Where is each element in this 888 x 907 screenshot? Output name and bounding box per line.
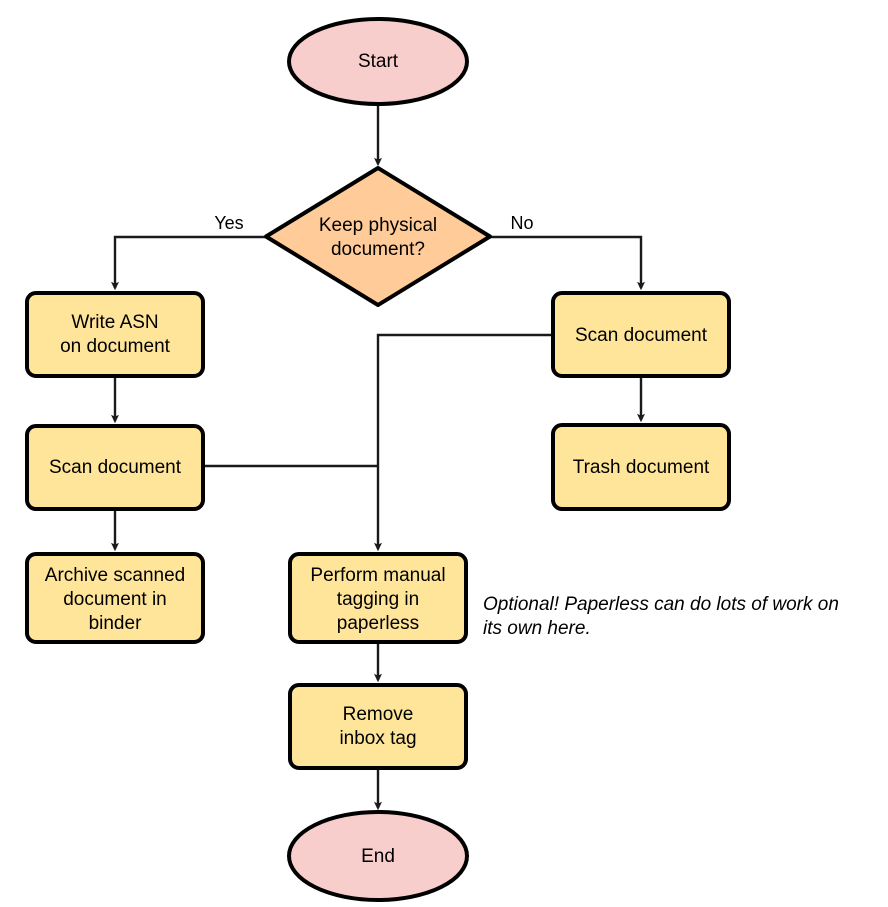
node-scan-document-left[interactable]: Scan document	[25, 424, 205, 511]
write-asn-box	[25, 291, 205, 378]
edge-label-no: No	[510, 213, 533, 233]
node-trash-document[interactable]: Trash document	[551, 423, 731, 511]
remove-inbox-tag-label-line2: inbox tag	[339, 728, 416, 749]
edge-label-yes: Yes	[214, 213, 243, 233]
optional-note-line1: Optional! Paperless can do lots of work …	[483, 594, 839, 615]
decision-label-line2: document?	[331, 239, 425, 260]
node-write-asn-on-document[interactable]: Write ASN on document	[25, 291, 205, 378]
annotation-optional-note: Optional! Paperless can do lots of work …	[483, 594, 839, 639]
connector-decision-yes-to-write-asn	[111, 235, 265, 291]
scan-document-right-label: Scan document	[575, 325, 708, 346]
tagging-label-line1: Perform manual	[310, 565, 445, 586]
trash-document-box	[551, 423, 731, 511]
scan-document-right-box	[551, 291, 731, 378]
write-asn-label-line2: on document	[60, 336, 171, 357]
archive-label-line3: binder	[89, 613, 142, 634]
node-end[interactable]: End	[287, 810, 469, 902]
node-remove-inbox-tag[interactable]: Remove inbox tag	[288, 683, 468, 770]
tagging-label-line3: paperless	[337, 613, 419, 634]
node-archive-scanned-document[interactable]: Archive scanned document in binder	[25, 552, 205, 644]
archive-box	[25, 552, 205, 644]
tagging-box	[288, 552, 468, 644]
trash-document-label: Trash document	[573, 457, 710, 478]
scan-document-left-box	[25, 424, 205, 511]
connector-scan-right-to-tagging	[374, 333, 552, 552]
archive-label-line1: Archive scanned	[45, 565, 185, 586]
start-ellipse	[287, 17, 469, 106]
archive-label-line2: document in	[63, 589, 167, 610]
end-label: End	[361, 846, 395, 867]
node-start[interactable]: Start	[287, 17, 469, 106]
remove-inbox-tag-label-line1: Remove	[343, 704, 414, 725]
decision-label-line1: Keep physical	[319, 215, 437, 236]
node-perform-manual-tagging[interactable]: Perform manual tagging in paperless	[288, 552, 468, 644]
connector-decision-no-to-scan-right	[490, 235, 645, 291]
connector-group	[111, 104, 645, 811]
end-ellipse	[287, 810, 469, 902]
remove-inbox-tag-box	[288, 683, 468, 770]
node-decision-keep-physical-document[interactable]: Keep physical document?	[264, 166, 492, 307]
start-label: Start	[358, 51, 399, 72]
scan-document-left-label: Scan document	[49, 457, 182, 478]
write-asn-label-line1: Write ASN	[71, 312, 158, 333]
decision-diamond	[264, 166, 492, 307]
tagging-label-line2: tagging in	[337, 589, 419, 610]
optional-note-line2: its own here.	[483, 618, 591, 639]
node-scan-document-right[interactable]: Scan document	[551, 291, 731, 378]
